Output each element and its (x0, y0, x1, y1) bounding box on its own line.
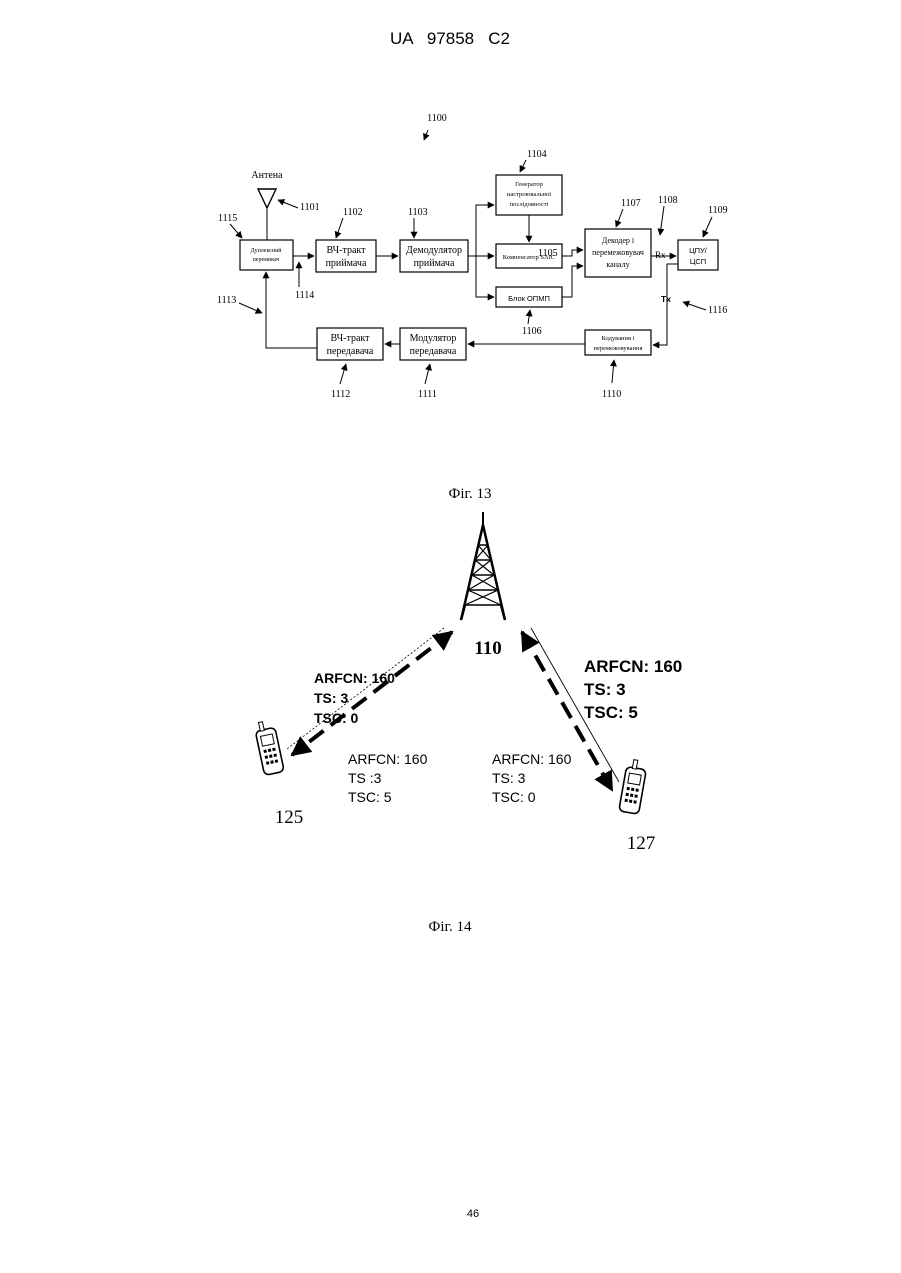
phone-125-tsc: TSC: 5 (348, 789, 392, 805)
ref-1108-arrow (660, 206, 664, 235)
rf-rx-line1: ВЧ-тракт (326, 245, 366, 256)
ref-1105: 1105 (538, 248, 558, 259)
phone-127-arfcn: ARFCN: 160 (492, 751, 572, 767)
fig14-caption: Фіг. 14 (429, 919, 472, 935)
coder-line2: перемежовування (594, 345, 643, 352)
duplexer-block (240, 240, 293, 270)
decoder-line1: Декодер і (602, 236, 635, 245)
ref-1102-arrow (336, 218, 343, 238)
document-number: UA 97858 C2 (390, 29, 510, 48)
ref-1115-arrow (230, 224, 242, 238)
left-link-ts: TS: 3 (314, 690, 348, 706)
ref-1112-arrow (340, 364, 346, 384)
phone-127-ts: TS: 3 (492, 770, 526, 786)
modulator-line1: Модулятор (410, 333, 457, 344)
coder-line1: Кодування і (602, 335, 635, 342)
demodulator-line2: приймача (414, 258, 455, 269)
ompm-label: Блок ОПМП (508, 294, 550, 303)
ref-1103: 1103 (408, 207, 428, 218)
page-number: 46 (467, 1208, 479, 1220)
phone-127-tsc: TSC: 0 (492, 789, 536, 805)
generator-line3: послідовності (510, 201, 549, 208)
duplexer-line2: перемикач (253, 257, 280, 263)
ref-1113: 1113 (217, 295, 236, 306)
left-radio-link (287, 628, 452, 755)
mobile-phone-125-icon (254, 719, 285, 775)
right-link-arfcn: ARFCN: 160 (584, 657, 682, 676)
rx-label: Rx (655, 250, 666, 260)
ref-1109-arrow (703, 217, 712, 237)
ref-1109: 1109 (708, 205, 728, 216)
rf-rx-line2: приймача (326, 258, 367, 269)
ref-1111-arrow (425, 364, 430, 384)
ref-1116: 1116 (708, 305, 727, 316)
ref-1107-arrow (616, 209, 623, 227)
ref-1108: 1108 (658, 195, 678, 206)
figure-14-network: 110 ARFCN: 160 TS: 3 TSC: 0 ARFCN: 160 T… (254, 512, 683, 935)
cpu-dsp-line2: ЦСП (690, 257, 706, 266)
decoder-line2: перемежовувач (592, 248, 644, 257)
rf-tx-line2: передавача (327, 346, 374, 357)
ref-1110: 1110 (602, 389, 621, 400)
ref-1100-arrow (424, 130, 428, 140)
ref-1110-arrow (612, 360, 614, 383)
ref-1111: 1111 (418, 389, 437, 400)
cpu-dsp-line1: ЦПУ/ (689, 246, 708, 255)
phone-125-label: 125 (275, 807, 304, 828)
ref-1101-arrow (278, 200, 298, 208)
ref-1112: 1112 (331, 389, 350, 400)
figure-13-block-diagram: 1100 Антена 1101 Дуплексний перемикач 11… (217, 113, 728, 502)
ref-1107: 1107 (621, 198, 641, 209)
cell-tower-icon (461, 512, 505, 620)
ref-1114: 1114 (295, 290, 314, 301)
antenna-label: Антена (251, 170, 283, 181)
decoder-line3: каналу (606, 260, 629, 269)
tower-label: 110 (474, 638, 501, 659)
fig13-caption: Фіг. 13 (449, 486, 492, 502)
left-link-arfcn: ARFCN: 160 (314, 670, 395, 686)
ref-1101: 1101 (300, 202, 320, 213)
antenna-icon (258, 189, 276, 240)
demodulator-line1: Демодулятор (406, 245, 462, 256)
phone-125-ts: TS :3 (348, 770, 382, 786)
right-link-ts: TS: 3 (584, 680, 626, 699)
duplexer-line1: Дуплексний (250, 247, 282, 254)
ref-1102: 1102 (343, 207, 363, 218)
phone-127-label: 127 (627, 833, 656, 854)
left-link-tsc: TSC: 0 (314, 710, 359, 726)
phone-125-arfcn: ARFCN: 160 (348, 751, 428, 767)
generator-line2: настроювальної (507, 191, 551, 198)
ref-1106: 1106 (522, 326, 542, 337)
ref-1104-arrow (520, 160, 526, 172)
ref-1100: 1100 (427, 113, 447, 124)
mobile-phone-127-icon (619, 759, 648, 815)
ref-1106-arrow (528, 310, 530, 324)
modulator-line2: передавача (410, 346, 457, 357)
tx-label: Tx (661, 294, 671, 304)
rf-tx-line1: ВЧ-тракт (330, 333, 370, 344)
generator-line1: Генератор (515, 181, 543, 188)
ref-1115: 1115 (218, 213, 237, 224)
ref-1113-arrow (239, 303, 262, 313)
ref-1104: 1104 (527, 149, 547, 160)
right-link-tsc: TSC: 5 (584, 703, 638, 722)
ref-1116-arrow (683, 302, 706, 310)
